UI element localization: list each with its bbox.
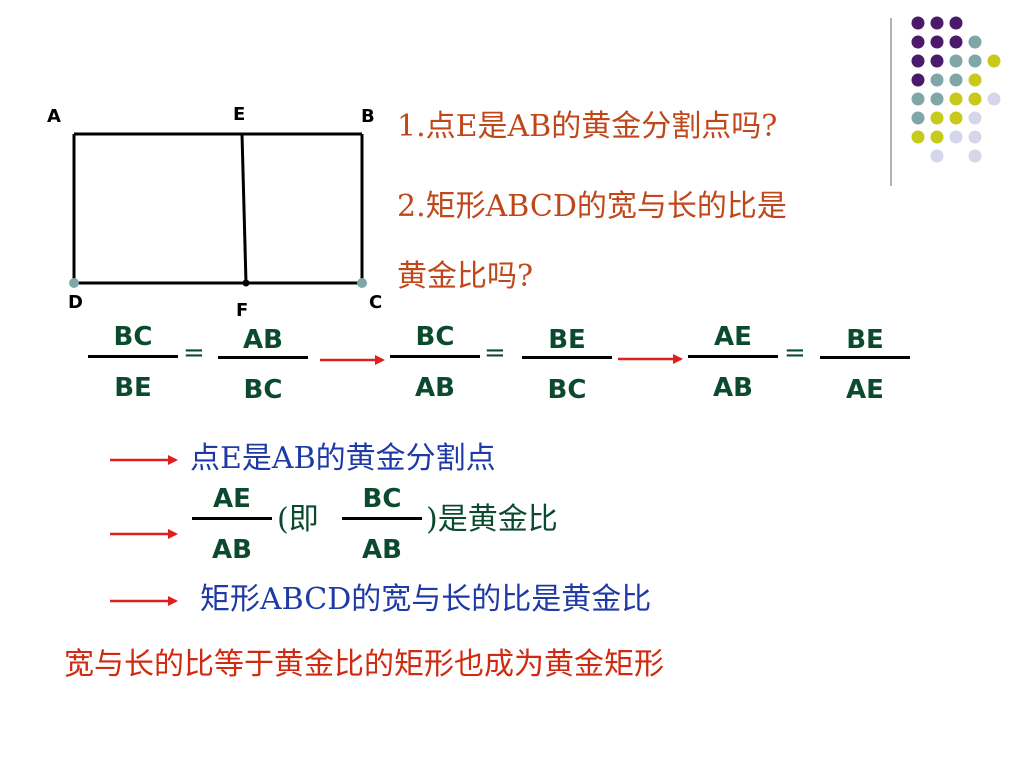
vertex-label-b: B [361, 106, 375, 127]
decorative-dot [911, 111, 925, 125]
decorative-dot [911, 35, 925, 49]
decorative-dot [949, 92, 963, 106]
fraction-numerator: BC [362, 484, 402, 514]
decorative-dot [987, 54, 1001, 68]
fraction-bar [522, 356, 612, 359]
equation-2-rhs: BE BC [522, 327, 612, 403]
decorative-dot [949, 54, 963, 68]
decorative-dot [911, 130, 925, 144]
decorative-dot [930, 16, 944, 30]
fraction-denominator: AB [212, 535, 252, 565]
vertex-label-d: D [68, 292, 83, 313]
fraction-bar [192, 517, 272, 520]
fraction-numerator: BC [415, 322, 455, 352]
vertex-label-a: A [47, 106, 61, 127]
decorative-dot [930, 54, 944, 68]
vertex-label-f: F [236, 300, 249, 321]
decorative-dot [987, 92, 1001, 106]
fraction-bar [88, 355, 178, 358]
vertex-label-c: C [369, 292, 383, 313]
decorative-dot [911, 16, 925, 30]
fraction-denominator: AE [846, 375, 884, 405]
decorative-dot [930, 73, 944, 87]
decorative-dot [930, 111, 944, 125]
conclusion-2-fraction-1: AE AB [192, 486, 272, 563]
question-2-line-2: 黄金比吗? [397, 259, 534, 294]
point-f-marker [242, 279, 250, 287]
fraction-denominator: AB [415, 373, 455, 403]
decorative-dot [911, 92, 925, 106]
point-c-marker [357, 278, 367, 288]
fraction-denominator: BC [547, 375, 587, 405]
decorative-dot [968, 92, 982, 106]
decorative-dot [930, 130, 944, 144]
equals-sign: = [484, 338, 506, 368]
equals-sign: = [183, 338, 205, 368]
decorative-dot [968, 35, 982, 49]
fraction-numerator: AE [213, 484, 251, 514]
vertex-label-e: E [233, 104, 246, 125]
decorative-dot [968, 130, 982, 144]
fraction-denominator: AB [713, 373, 753, 403]
fraction-numerator: BE [548, 325, 586, 355]
decorative-dot [949, 111, 963, 125]
fraction-numerator: BE [846, 325, 884, 355]
fraction-bar [688, 355, 778, 358]
decorative-dot [911, 73, 925, 87]
equals-sign: = [784, 338, 806, 368]
conclusion-2-fraction-2: BC AB [342, 486, 422, 563]
fraction-denominator: BC [243, 375, 283, 405]
decorative-dot [930, 92, 944, 106]
decorative-dot [968, 73, 982, 87]
decorative-dot [911, 54, 925, 68]
fraction-numerator: AB [243, 325, 283, 355]
conclusion-1: 点E是AB的黄金分割点 [190, 441, 496, 476]
conclusion-2-paren-open: (即 [277, 502, 319, 537]
fraction-denominator: AB [362, 535, 402, 565]
equation-2-lhs: BC AB [390, 324, 480, 401]
decorative-dot [968, 111, 982, 125]
question-1: 1.点E是AB的黄金分割点吗? [397, 109, 778, 144]
decorative-dot [949, 73, 963, 87]
golden-rectangle-definition: 宽与长的比等于黄金比的矩形也成为黄金矩形 [64, 647, 664, 682]
equation-3-rhs: BE AE [820, 327, 910, 403]
decorative-dot [949, 130, 963, 144]
fraction-numerator: AE [714, 322, 752, 352]
decorative-dot [949, 35, 963, 49]
conclusion-3: 矩形ABCD的宽与长的比是黄金比 [200, 582, 652, 617]
fraction-bar [820, 356, 910, 359]
decorative-dot [968, 149, 982, 163]
fraction-numerator: BC [113, 322, 153, 352]
question-2-line-1: 2.矩形ABCD的宽与长的比是 [397, 189, 787, 224]
decorative-dot [930, 149, 944, 163]
fraction-denominator: BE [114, 373, 152, 403]
equation-1-lhs: BC BE [88, 324, 178, 401]
decorative-dot [949, 16, 963, 30]
decorative-dot [968, 54, 982, 68]
equation-3-lhs: AE AB [688, 324, 778, 401]
equation-1-rhs: AB BC [218, 327, 308, 403]
decorative-dot [930, 35, 944, 49]
fraction-bar [390, 355, 480, 358]
segment-ef [240, 133, 248, 284]
fraction-bar [218, 356, 308, 359]
conclusion-2-tail: )是黄金比 [426, 502, 558, 537]
fraction-bar [342, 517, 422, 520]
point-d-marker [69, 278, 79, 288]
dot-grid-decoration [911, 16, 1001, 163]
